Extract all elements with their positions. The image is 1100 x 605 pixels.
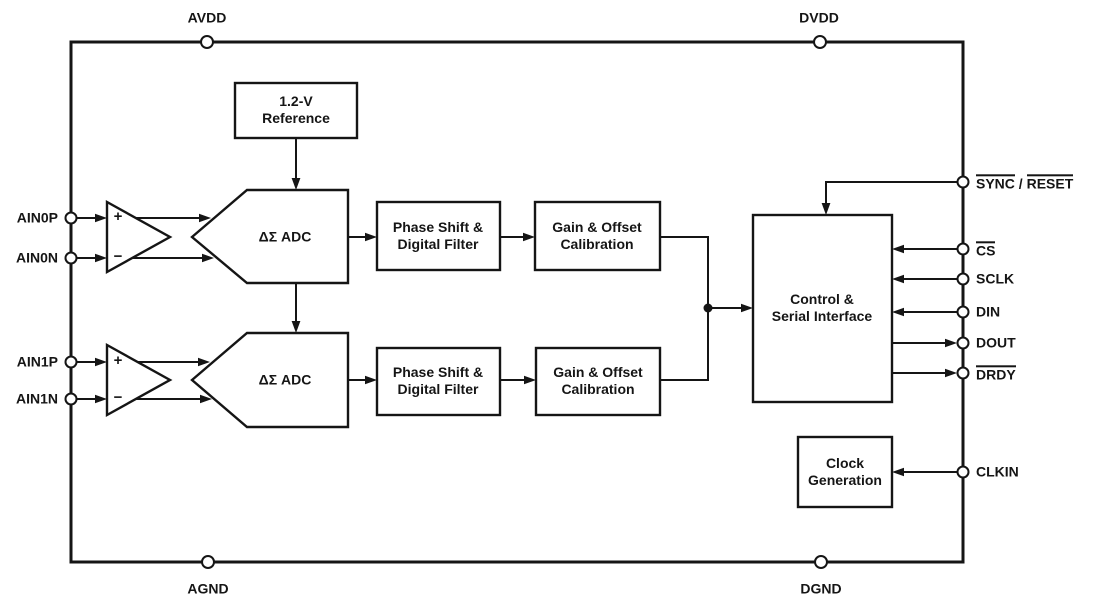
block-clock-box [796, 435, 894, 509]
block-label-control: Control & Serial Interface [771, 291, 873, 324]
pin-label-agnd: AGND [187, 580, 229, 597]
pin-circle-dgnd [814, 555, 828, 569]
pin-label-dvdd: DVDD [799, 9, 839, 26]
pin-circle-cs [956, 242, 970, 256]
block-label-clock: Clock Generation [808, 455, 882, 488]
pin-circle-din [956, 305, 970, 319]
arrowhead [200, 394, 212, 404]
junction-dot [703, 303, 713, 313]
pin-label-dgnd: DGND [800, 580, 842, 597]
arrowhead [202, 253, 214, 263]
opamp0-icon [105, 199, 173, 275]
arrowhead [523, 232, 535, 242]
pin-circle-ain1n [64, 392, 78, 406]
arrowhead [95, 357, 107, 367]
chip-outline [69, 40, 965, 564]
arrowhead [198, 357, 210, 367]
arrowhead [524, 375, 536, 385]
pin-label-clkin: CLKIN [976, 463, 1019, 480]
arrowhead [365, 375, 377, 385]
block-control-box [751, 213, 894, 404]
pin-label-ain0p: AIN0P [16, 209, 58, 226]
block-label-adc0: ΔΣ ADC [258, 228, 312, 245]
arrowhead [821, 203, 831, 215]
pin-label-ain1p: AIN1P [16, 353, 58, 370]
pin-label-drdy: DRDY [976, 365, 1016, 383]
block-label-gain1: Gain & Offset Calibration [553, 364, 643, 397]
reset-label: RESET [1026, 174, 1074, 192]
opamp1-plus-sign: + [113, 351, 123, 369]
arrowhead [892, 307, 904, 317]
block-label-phase0: Phase Shift & Digital Filter [392, 219, 484, 252]
block-label-adc1: ΔΣ ADC [258, 371, 312, 388]
arrowhead [945, 338, 957, 348]
pin-circle-ain0p [64, 211, 78, 225]
pin-label-cs: CS [976, 241, 996, 259]
pin-circle-ain1p [64, 355, 78, 369]
pin-label-sclk: SCLK [976, 270, 1015, 287]
arrowhead [892, 467, 904, 477]
arrowhead [365, 232, 377, 242]
block-label-phase1: Phase Shift & Digital Filter [392, 364, 484, 397]
pin-circle-sync-reset [956, 175, 970, 189]
arrowhead [199, 213, 211, 223]
opamp0-minus-sign: − [113, 247, 123, 265]
pin-label-ain1n: AIN1N [15, 390, 58, 407]
arrowhead [291, 321, 301, 333]
arrowhead [945, 368, 957, 378]
pin-label-ain0n: AIN0N [15, 249, 58, 266]
arrowhead [741, 303, 753, 313]
pin-label-din: DIN [976, 303, 1001, 320]
pin-circle-sclk [956, 272, 970, 286]
block-phase0-box [375, 200, 502, 272]
pin-circle-dout [956, 336, 970, 350]
opamp0-plus-sign: + [113, 207, 123, 225]
arrowhead [892, 274, 904, 284]
pin-label-dout: DOUT [976, 334, 1016, 351]
arrowhead [291, 178, 301, 190]
block-gain0-box [533, 200, 662, 272]
wire-sync-reset [825, 181, 957, 205]
arrowheads [95, 178, 957, 477]
pin-circle-avdd [200, 35, 214, 49]
pin-circle-dvdd [813, 35, 827, 49]
opamp1-minus-sign: − [113, 388, 123, 406]
arrowhead [95, 253, 107, 263]
arrowhead [95, 394, 107, 404]
block-label-reference: 1.2-V Reference [262, 93, 330, 126]
wire-gain-bus [660, 236, 709, 381]
arrowhead [892, 244, 904, 254]
block-label-gain0: Gain & Offset Calibration [552, 219, 642, 252]
pin-label-sync-reset: SYNC / RESET [976, 174, 1074, 192]
pin-circle-agnd [201, 555, 215, 569]
block-gain1-box [534, 346, 662, 417]
sync-reset-separator: / [1014, 175, 1027, 192]
arrowhead [95, 213, 107, 223]
pin-circle-clkin [956, 465, 970, 479]
pin-circle-drdy [956, 366, 970, 380]
pin-label-avdd: AVDD [187, 9, 227, 26]
pin-circle-ain0n [64, 251, 78, 265]
sync-label: SYNC [976, 174, 1015, 192]
block-phase1-box [375, 346, 502, 417]
